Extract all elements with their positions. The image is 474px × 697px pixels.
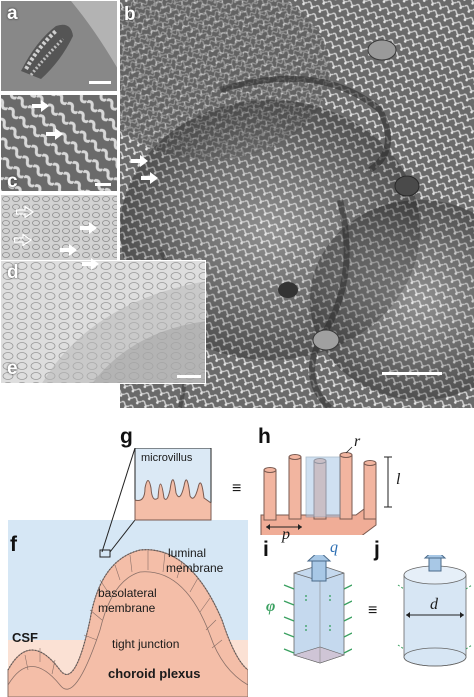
panel-label-g: g	[120, 425, 133, 448]
arrow-icon	[131, 155, 148, 167]
label-membrane-basolateral: membrane	[98, 601, 156, 615]
arrow-icon	[80, 222, 97, 234]
panel-j-diagram	[397, 555, 473, 667]
label-r: r	[354, 433, 361, 450]
label-phi: φ	[266, 598, 276, 615]
label-membrane-luminal: membrane	[166, 561, 224, 575]
label-luminal: luminal	[168, 546, 207, 560]
outline-arrow-icon	[14, 234, 32, 246]
sem-texture-c	[1, 95, 117, 191]
sem-texture-a	[1, 1, 117, 91]
arrow-icon	[60, 244, 77, 256]
label-csf: CSF	[12, 630, 38, 645]
label-basolateral: basolateral	[98, 586, 157, 600]
panel-label-c: c	[7, 171, 18, 192]
panel-b-image	[120, 0, 474, 408]
scalebar-e	[177, 375, 201, 378]
panel-label-b: b	[124, 4, 136, 25]
panel-i-diagram	[283, 555, 352, 664]
sem-texture-e	[1, 261, 205, 383]
panel-label-j: j	[374, 538, 380, 561]
equiv-sign-g-h: ≡	[232, 480, 242, 497]
arrow-icon	[46, 128, 63, 140]
outline-arrow-icon	[16, 206, 34, 218]
label-q: q	[330, 539, 338, 556]
panel-a-image	[0, 0, 118, 92]
scalebar-b	[382, 372, 442, 375]
scalebar-a	[89, 81, 111, 84]
panel-label-e: e	[7, 358, 18, 379]
panel-label-d: d	[7, 262, 19, 283]
panel-e-image	[0, 260, 206, 384]
panel-f-diagram	[7, 520, 248, 697]
label-l: l	[396, 471, 401, 488]
panel-c-image	[0, 94, 118, 192]
panel-label-h: h	[258, 425, 271, 448]
panel-g-diagram	[101, 448, 212, 553]
panel-label-f: f	[10, 533, 17, 556]
panel-label-a: a	[7, 3, 18, 24]
scalebar-c	[95, 183, 111, 186]
arrow-icon	[141, 172, 158, 184]
label-p: p	[282, 526, 290, 543]
label-microvillus: microvillus	[141, 452, 193, 464]
arrow-icon	[82, 258, 99, 270]
arrow-icon	[32, 100, 49, 112]
sem-texture-b	[120, 0, 474, 408]
panel-h-diagram	[260, 446, 392, 535]
label-d: d	[430, 596, 438, 613]
equiv-sign-i-j: ≡	[368, 602, 378, 619]
label-tight-junction: tight junction	[112, 637, 180, 651]
label-choroid-plexus: choroid plexus	[108, 666, 201, 681]
panel-label-i: i	[263, 538, 269, 561]
